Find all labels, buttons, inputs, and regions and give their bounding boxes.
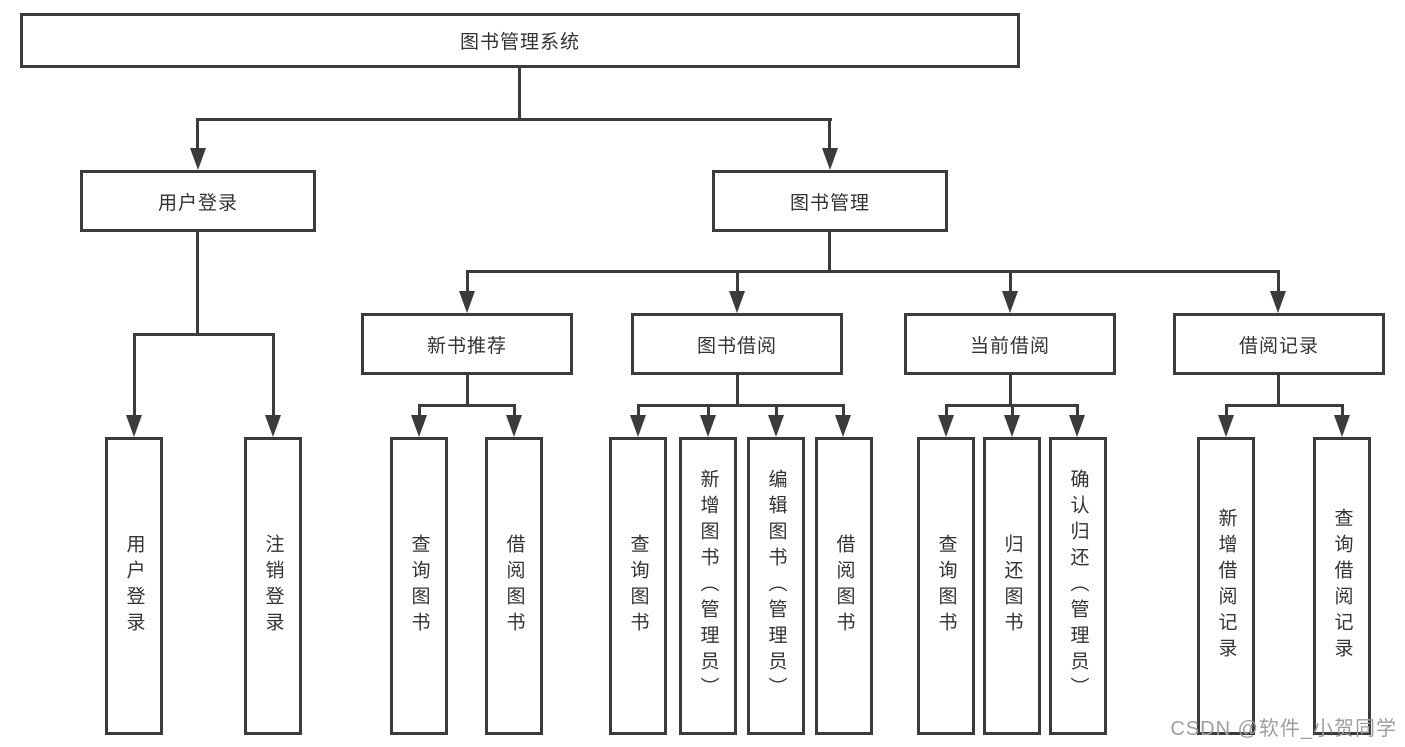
leaf-query-borrow-record-label: 查询借阅记录 [1331, 508, 1353, 664]
node-user-login-label: 用户登录 [157, 192, 238, 214]
leaf-query-book-3: 查询图书 [917, 437, 975, 735]
connector-line [133, 333, 275, 336]
node-new-book-recommend-label: 新书推荐 [426, 335, 507, 357]
leaf-query-book-2-label: 查询图书 [627, 534, 649, 638]
arrow-down-icon [1218, 415, 1234, 437]
leaf-edit-book-admin-label: 编辑图书（管理员） [765, 469, 787, 703]
connector-line [1277, 270, 1280, 291]
connector-line [637, 404, 845, 407]
connector-line [1341, 404, 1344, 415]
arrow-down-icon [835, 415, 851, 437]
leaf-user-login-label: 用户登录 [123, 534, 145, 638]
leaf-query-book-1-label: 查询图书 [408, 534, 430, 638]
leaf-logout-label: 注销登录 [262, 534, 284, 638]
arrow-down-icon [1270, 291, 1286, 313]
connector-line [736, 270, 739, 291]
connector-line [1277, 375, 1280, 407]
connector-line [513, 404, 516, 415]
arrow-down-icon [729, 291, 745, 313]
arrow-down-icon [822, 148, 838, 170]
arrow-down-icon [1002, 291, 1018, 313]
connector-line [272, 333, 275, 415]
connector-line [775, 404, 778, 415]
connector-line [1009, 375, 1012, 407]
connector-line [466, 270, 1280, 273]
arrow-down-icon [938, 415, 954, 437]
arrow-down-icon [126, 415, 142, 437]
leaf-logout: 注销登录 [244, 437, 302, 735]
connector-line [418, 404, 515, 407]
arrow-down-icon [265, 415, 281, 437]
node-borrow-records-label: 借阅记录 [1238, 335, 1319, 357]
leaf-edit-book-admin: 编辑图书（管理员） [747, 437, 805, 735]
node-user-login: 用户登录 [80, 170, 316, 232]
connector-line [1011, 404, 1014, 415]
leaf-confirm-return-admin: 确认归还（管理员） [1049, 437, 1107, 735]
arrow-down-icon [459, 291, 475, 313]
node-book-management-label: 图书管理 [789, 192, 870, 214]
leaf-confirm-return-admin-label: 确认归还（管理员） [1067, 469, 1089, 703]
connector-line [196, 232, 199, 336]
arrow-down-icon [700, 415, 716, 437]
leaf-return-book: 归还图书 [983, 437, 1041, 735]
connector-line [637, 404, 640, 415]
csdn-watermark: CSDN @软件_小贺同学 [1170, 718, 1397, 740]
leaf-user-login: 用户登录 [105, 437, 163, 735]
connector-line [1225, 404, 1343, 407]
arrow-down-icon [190, 148, 206, 170]
leaf-return-book-label: 归还图书 [1001, 534, 1023, 638]
leaf-borrow-book-1-label: 借阅图书 [503, 534, 525, 638]
connector-line [196, 118, 832, 121]
arrow-down-icon [768, 415, 784, 437]
connector-line [1225, 404, 1228, 415]
leaf-query-book-2: 查询图书 [609, 437, 667, 735]
leaf-query-borrow-record: 查询借阅记录 [1313, 437, 1371, 735]
connector-line [466, 270, 469, 291]
connector-line [196, 118, 199, 150]
node-current-borrow-label: 当前借阅 [969, 335, 1050, 357]
leaf-add-borrow-record-label: 新增借阅记录 [1215, 508, 1237, 664]
node-root: 图书管理系统 [20, 13, 1020, 68]
leaf-add-book-admin: 新增图书（管理员） [679, 437, 737, 735]
connector-line [736, 375, 739, 407]
connector-line [1076, 404, 1079, 415]
node-book-borrow-label: 图书借阅 [696, 335, 777, 357]
arrow-down-icon [1334, 415, 1350, 437]
connector-line [842, 404, 845, 415]
arrow-down-icon [630, 415, 646, 437]
connector-line [707, 404, 710, 415]
connector-line [828, 232, 831, 272]
arrow-down-icon [1004, 415, 1020, 437]
leaf-borrow-book-2-label: 借阅图书 [833, 534, 855, 638]
connector-line [1009, 270, 1012, 291]
node-root-label: 图书管理系统 [459, 32, 580, 53]
leaf-query-book-1: 查询图书 [390, 437, 448, 735]
node-borrow-records: 借阅记录 [1173, 313, 1385, 375]
leaf-borrow-book-2: 借阅图书 [815, 437, 873, 735]
connector-line [518, 68, 521, 120]
node-book-management: 图书管理 [712, 170, 948, 232]
connector-line [945, 404, 948, 415]
connector-line [466, 375, 469, 407]
leaf-add-book-admin-label: 新增图书（管理员） [697, 469, 719, 703]
connector-line [828, 118, 831, 150]
arrow-down-icon [1069, 415, 1085, 437]
arrow-down-icon [506, 415, 522, 437]
arrow-down-icon [411, 415, 427, 437]
leaf-query-book-3-label: 查询图书 [935, 534, 957, 638]
connector-line [418, 404, 421, 415]
node-current-borrow: 当前借阅 [904, 313, 1116, 375]
leaf-add-borrow-record: 新增借阅记录 [1197, 437, 1255, 735]
leaf-borrow-book-1: 借阅图书 [485, 437, 543, 735]
node-book-borrow: 图书借阅 [631, 313, 843, 375]
node-new-book-recommend: 新书推荐 [361, 313, 573, 375]
connector-line [133, 333, 136, 415]
